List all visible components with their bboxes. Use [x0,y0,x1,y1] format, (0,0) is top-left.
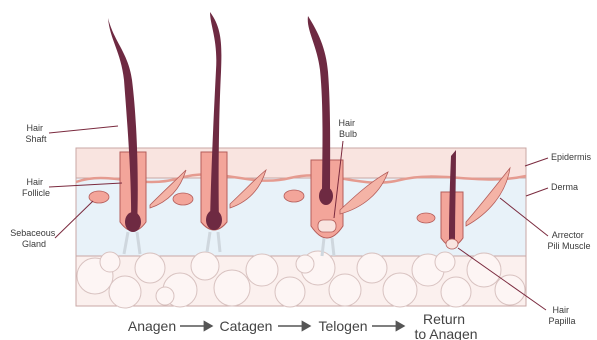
label-hair-bulb: Hair Bulb [338,118,357,139]
papilla-3 [318,220,336,232]
hair-papilla-4 [446,239,458,249]
stage-return-to-anagen: Return to Anagen [414,311,477,340]
sebaceous-gland-3 [284,190,304,202]
sebaceous-gland-2 [173,193,193,205]
label-hair-papilla: Hair Papilla [548,305,575,326]
sebaceous-gland-1 [89,191,109,203]
label-arrector-pili-muscle: Arrector Pili Muscle [547,230,590,251]
stage-anagen: Anagen [128,318,176,334]
sebaceous-gland-4 [417,213,435,223]
label-hair-follicle: Hair Follicle [22,177,50,198]
label-epidermis: Epidermis [551,152,592,162]
hair-bulb-3 [319,187,333,205]
stage-telogen: Telogen [318,318,367,334]
hair-bulb-1 [125,212,141,232]
stage-catagen: Catagen [220,318,273,334]
hair-bulb-2 [206,210,222,230]
label-hair-shaft: Hair Shaft [25,123,47,144]
label-sebaceous-gland: Sebaceous Gland [10,228,58,249]
label-derma: Derma [551,182,578,192]
